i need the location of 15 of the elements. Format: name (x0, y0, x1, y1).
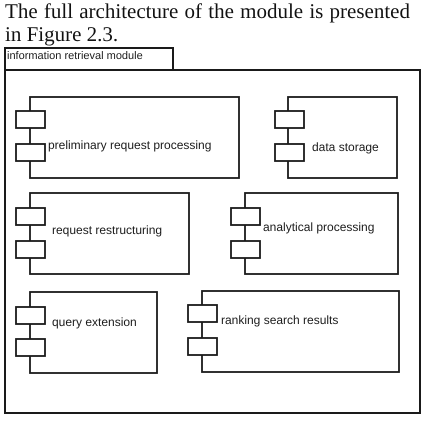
uml-component (230, 192, 399, 275)
uml-component (15, 96, 240, 179)
uml-package (4, 47, 421, 414)
component-name: analytical processing (263, 219, 374, 235)
package-name: information retrieval module (7, 50, 143, 63)
component-name: data storage (312, 139, 379, 155)
uml-component (15, 192, 190, 275)
uml-component (274, 96, 398, 179)
body-text: The full architecture of the module is presented in Figure 2.3. (5, 0, 410, 46)
component-name: ranking search results (221, 312, 338, 328)
component-name: preliminary request processing (48, 137, 212, 153)
uml-component (15, 291, 158, 374)
uml-component (187, 290, 400, 373)
component-name: request restructuring (52, 222, 162, 238)
component-name: query extension (52, 314, 137, 330)
